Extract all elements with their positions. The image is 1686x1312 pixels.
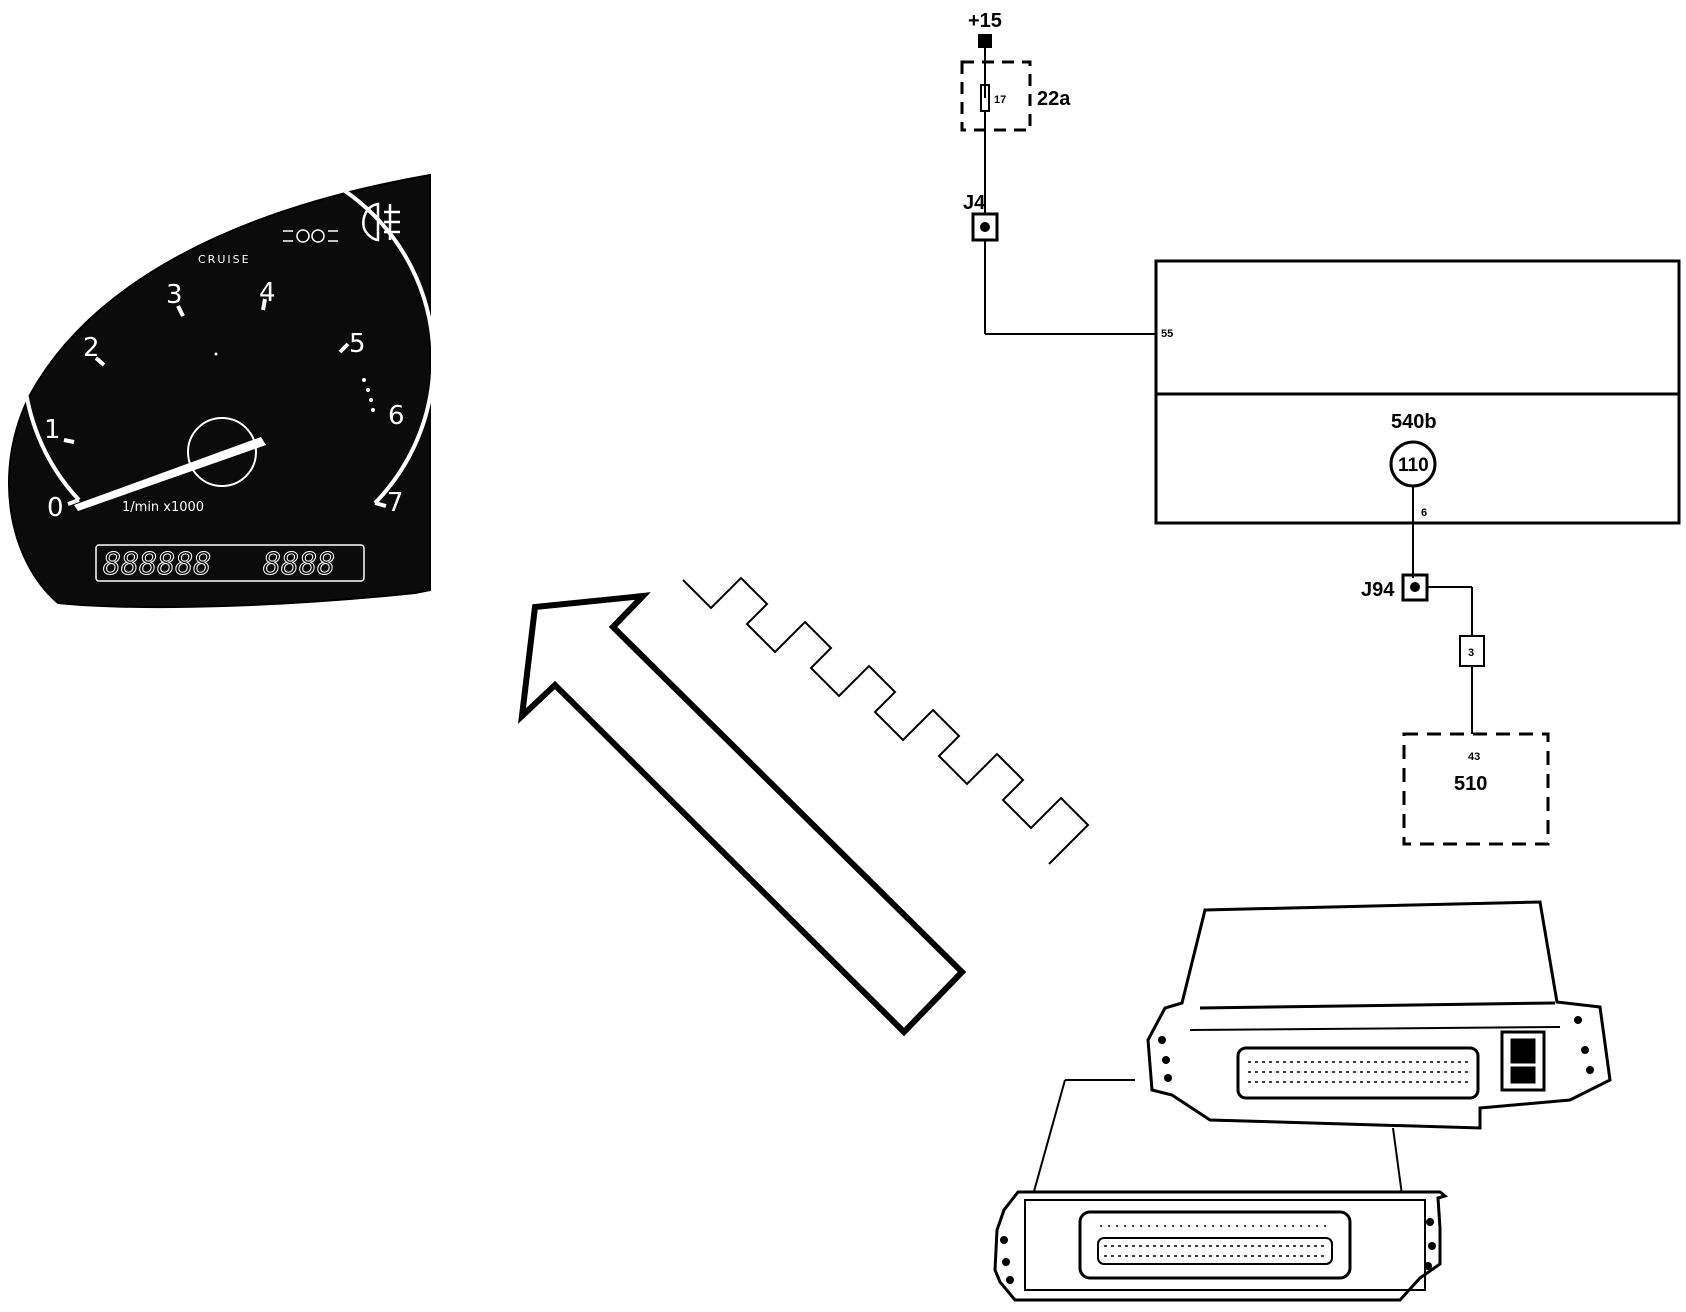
tach-number-2: 2 [83,333,100,363]
odometer-display [95,544,365,582]
fuse-number-label: 17 [994,94,1006,106]
odometer-total-digits: 8888 [263,547,335,582]
junction-bottom-label: J94 [1361,579,1395,601]
ecu-bottom-mount-holes [1000,1218,1436,1284]
ecu-top-pins [1248,1061,1468,1083]
instrument-cluster-block [1154,259,1681,525]
connector-pin-label: 3 [1468,647,1474,659]
wiring-schematic [960,34,1681,846]
ecu-bottom-pins [1100,1225,1330,1257]
foglight-rear-icon [362,202,400,242]
signal-direction-arrow [518,592,967,1037]
tach-number-1: 1 [44,415,61,445]
needle-hub [187,417,257,487]
cluster-pin-label: 55 [1161,328,1173,340]
ecu-name-label: 510 [1454,773,1487,795]
tach-number-7: 7 [387,488,404,518]
ecu-illustration [993,900,1612,1302]
odometer-trip-digits: 888888 [103,547,211,582]
tach-number-6: 6 [388,401,405,431]
ecu-top-mount-holes [1158,1016,1594,1082]
ecu-bottom-connector [1078,1210,1352,1280]
tach-ticks [63,298,387,508]
supply-label: +15 [968,10,1002,32]
tach-number-4: 4 [259,278,276,308]
square-wave-signal [682,576,1090,865]
tach-needle [74,437,266,511]
ecu-top-connector [1236,1046,1480,1100]
fuse-box-label: 22a [1037,88,1071,110]
ecu-pin-label: 43 [1468,751,1480,763]
tach-unit-label: 1/min x1000 [122,500,204,515]
schematic-labels: +15 17 22a J4 55 540b 110 6 J94 3 43 510 [963,10,1487,795]
center-dot [214,352,218,356]
parking-light-icon [283,229,338,243]
ecu-block-510 [1402,732,1550,846]
redline-dots [362,378,375,412]
cluster-housing [7,173,431,609]
fuse-box-22a [960,60,1032,132]
supply-terminal [978,34,992,48]
tach-number-5: 5 [349,329,366,359]
terminal-pin-label: 6 [1421,507,1427,519]
instrument-cluster: 0 1 2 3 4 5 6 7 1/min x1000 CRUISE [7,152,436,609]
cruise-label: CRUISE [198,253,251,266]
module-name-label: 540b [1391,411,1437,433]
tach-number-3: 3 [166,280,183,310]
tachometer-arc [21,152,436,505]
module-terminal-label: 110 [1398,455,1429,476]
junction-top-label: J4 [963,192,986,214]
tach-number-0: 0 [47,493,64,523]
